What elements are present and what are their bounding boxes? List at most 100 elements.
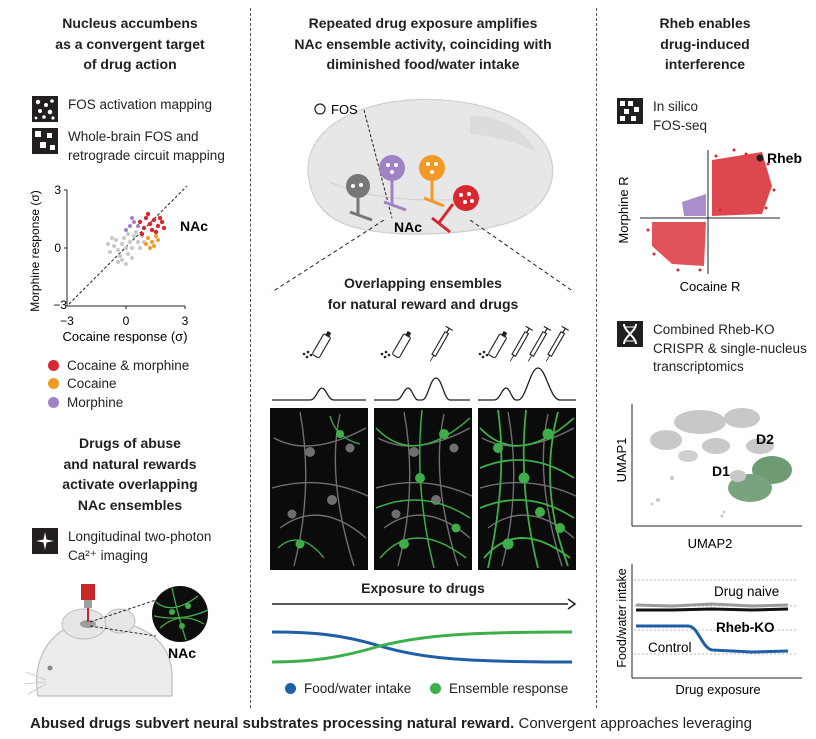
right-heading: Rheb enables drug-induced interference: [600, 13, 810, 75]
right-heading-line: interference: [664, 56, 746, 72]
exposure-label-text: Exposure to drugs: [361, 580, 485, 596]
method-label: Ca²⁺ imaging: [68, 547, 148, 563]
middle-heading-line: diminished food/water intake: [326, 56, 520, 72]
y-tick: −3: [53, 298, 67, 312]
middle-subheading-line: Overlapping ensembles: [344, 275, 502, 291]
umap-clusters: [650, 408, 792, 518]
x-tick: −3: [60, 314, 74, 328]
food-pellet-icon: [302, 350, 313, 359]
legend-label: Cocaine & morphine: [67, 358, 190, 373]
rheb-scatter-ylabel: Morphine R: [616, 176, 631, 243]
legend-food-intake: Food/water intake: [285, 681, 411, 696]
y-tick: 0: [54, 241, 61, 255]
water-bottle-icon: [391, 329, 414, 359]
column-divider-right: [596, 8, 597, 708]
method-crispr: Combined Rheb-KO CRISPR & single-nucleus…: [617, 321, 807, 377]
middle-heading-line: NAc ensemble activity, coinciding with: [294, 35, 552, 52]
method-two-photon: Longitudinal two-photon Ca²⁺ imaging: [32, 528, 211, 565]
food-pellet-icon: [380, 350, 391, 359]
legend-cocaine-morphine: Cocaine & morphine: [48, 358, 189, 373]
middle-subheading: Overlapping ensembles for natural reward…: [256, 273, 590, 314]
left-heading-2: Drugs of abuse and natural rewards activ…: [10, 433, 250, 515]
method-label: retrograde circuit mapping: [68, 147, 225, 163]
syringe-icon: [426, 325, 454, 364]
left-heading-line: Nucleus accumbens: [62, 15, 198, 31]
scatter-ylabel: Morphine response (σ): [28, 190, 42, 311]
method-label: transcriptomics: [653, 359, 744, 374]
reward-drug-icons: [302, 325, 570, 364]
nac-label: NAc: [180, 218, 208, 234]
method-label: CRISPR & single-nucleus: [653, 340, 807, 356]
mouse-nac-label: NAc: [168, 645, 196, 661]
left-heading-line: activate overlapping: [62, 476, 198, 492]
middle-subheading-line: for natural reward and drugs: [327, 295, 519, 312]
method-label: Whole-brain FOS and: [68, 129, 199, 144]
left-heading-line: Drugs of abuse: [79, 435, 181, 451]
scatter-points: [106, 211, 167, 266]
syringe-icon: [542, 325, 570, 364]
method-label: In silico: [653, 99, 699, 114]
left-heading-line: as a convergent target: [55, 35, 205, 52]
method-circuit-mapping: Whole-brain FOS and retrograde circuit m…: [32, 128, 225, 165]
umap-plot: UMAP1 D2 D1 UMAP2: [614, 404, 802, 551]
circuit-mapping-icon: [32, 128, 58, 154]
legend-label: Ensemble response: [449, 681, 569, 696]
x-tick: 3: [182, 314, 189, 328]
scatter-xlabel: Cocaine response (σ): [62, 329, 187, 344]
crispr-icon: [617, 321, 643, 347]
left-heading-line: of drug action: [83, 56, 177, 72]
method-label: FOS activation mapping: [68, 97, 213, 112]
ensemble-panel-1: [270, 408, 369, 570]
food-pellet-icon: [478, 350, 489, 359]
middle-heading: Repeated drug exposure amplifies NAc ens…: [256, 13, 590, 75]
brain-nac-label: NAc: [394, 219, 422, 235]
brain-neuron-illustration: FOS NAc: [307, 98, 554, 235]
intake-xlabel: Drug exposure: [675, 682, 760, 697]
rheb-scatter-xlabel: Cocaine R: [680, 279, 741, 294]
method-fos-seq: In silico FOS-seq: [617, 98, 707, 135]
left-heading-line: and natural rewards: [63, 455, 197, 472]
umap-d1-label: D1: [712, 463, 730, 479]
method-label: Longitudinal two-photon: [68, 529, 212, 544]
left-heading-line: NAc ensembles: [77, 496, 183, 513]
exposure-label: Exposure to drugs: [256, 578, 590, 599]
legend-morphine: Morphine: [48, 395, 123, 410]
method-fos-mapping: FOS activation mapping: [32, 96, 212, 122]
zoom-lines: [271, 220, 575, 293]
method-label: Combined Rheb-KO: [653, 322, 775, 337]
caption-rest: Convergent approaches leveraging: [518, 715, 752, 732]
exposure-trend-chart: [271, 598, 577, 664]
control-label: Control: [648, 640, 692, 655]
figure-caption: Abused drugs subvert neural substrates p…: [30, 715, 816, 732]
umap-ylabel: UMAP1: [614, 438, 629, 483]
syringe-icon: [506, 325, 534, 364]
rheb-scatter-plot: Morphine R Rheb Cocaine R: [616, 148, 802, 294]
rheb-scatter-points: [646, 148, 776, 272]
rheb-ko-line: [636, 607, 789, 612]
legend-dot: [430, 683, 441, 694]
fos-seq-icon: [617, 98, 643, 124]
umap-xlabel: UMAP2: [688, 536, 733, 551]
intake-plot: Food/water intake Drug naive Rheb-KO Con…: [615, 564, 802, 697]
caption-bold: Abused drugs subvert neural substrates p…: [30, 715, 515, 732]
fos-mapping-icon: [32, 96, 58, 122]
food-intake-curve: [271, 630, 573, 664]
rheb-label: Rheb: [767, 150, 802, 166]
water-bottle-icon: [311, 329, 334, 359]
water-bottle-icon: [487, 329, 510, 359]
y-tick: 3: [54, 183, 61, 197]
umap-d2-label: D2: [756, 431, 774, 447]
left-heading: Nucleus accumbens as a convergent target…: [10, 13, 250, 75]
two-photon-icon: [32, 528, 58, 554]
legend-dot: [48, 360, 59, 371]
drug-naive-label: Drug naive: [714, 584, 779, 599]
column-divider-left: [250, 8, 251, 708]
right-heading-line: Rheb enables: [659, 15, 751, 31]
legend-label: Cocaine: [67, 376, 117, 391]
drug-naive-line: [635, 602, 789, 608]
legend-dot: [285, 683, 296, 694]
syringe-icon: [524, 325, 552, 364]
ensemble-panel-3: [478, 408, 576, 570]
legend-cocaine: Cocaine: [48, 376, 117, 391]
fos-label: FOS: [331, 102, 358, 117]
